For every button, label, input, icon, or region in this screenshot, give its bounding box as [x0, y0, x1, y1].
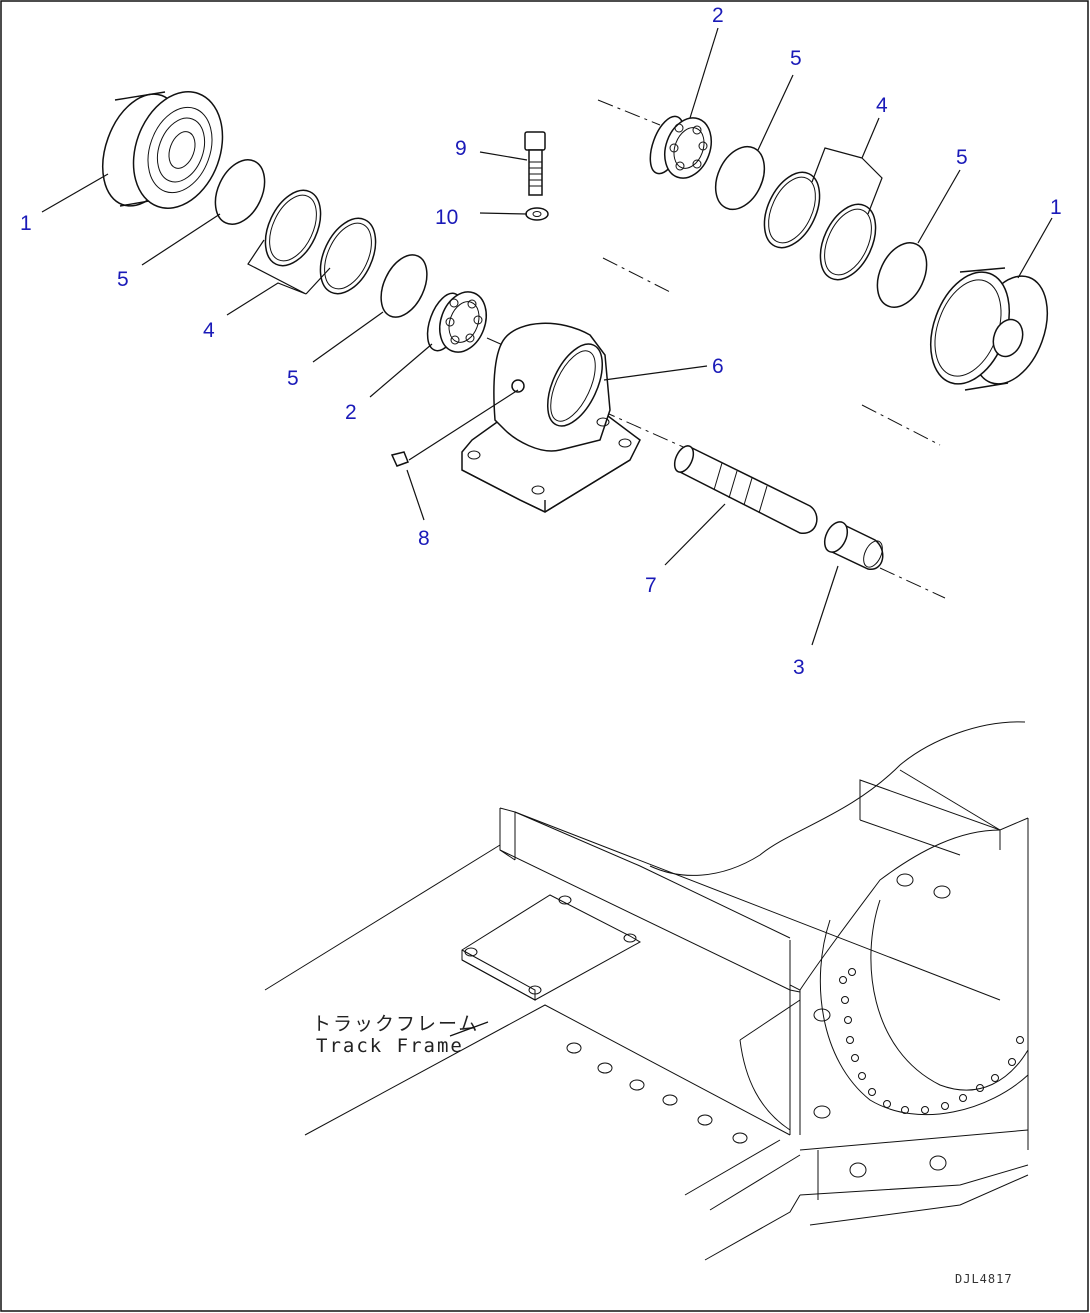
washer	[525, 207, 549, 221]
plug	[390, 451, 409, 467]
right-o-ring-a	[714, 145, 766, 211]
left-seal-pair	[264, 189, 377, 295]
callout-washer: 10	[435, 206, 458, 229]
callout-left-o-ring-a: 5	[117, 268, 129, 291]
left-roller	[102, 91, 224, 209]
collar	[823, 521, 884, 570]
callout-right-o-ring-a: 5	[790, 47, 802, 70]
callout-right-roller: 1	[1050, 196, 1062, 219]
left-bearing	[426, 291, 487, 353]
frame-label-japanese: トラックフレーム	[312, 1013, 479, 1035]
callout-right-bearing: 2	[712, 4, 724, 27]
callout-labels: 1 5 4 5 2 9 10 6 8 7 3 2 5 4 5 1	[20, 4, 1062, 679]
callout-left-o-ring-b: 5	[287, 367, 299, 390]
callout-left-seal: 4	[203, 319, 215, 342]
callout-right-seal: 4	[876, 94, 888, 117]
right-bearing	[649, 115, 712, 179]
callout-bolt: 9	[455, 137, 467, 160]
right-seal-pair	[763, 171, 877, 281]
left-o-ring-a	[214, 159, 266, 225]
callout-collar: 3	[793, 656, 805, 679]
callout-bracket: 6	[712, 355, 724, 378]
callout-right-o-ring-b: 5	[956, 146, 968, 169]
center-lines	[486, 99, 946, 599]
callout-left-bearing: 2	[345, 401, 357, 424]
drawing-code: DJL4817	[955, 1272, 1013, 1286]
right-o-ring-b	[876, 242, 928, 308]
callout-plug: 8	[418, 527, 430, 550]
shaft	[673, 444, 818, 534]
leader-lines	[41, 27, 1053, 646]
frame-label-english: Track Frame	[316, 1035, 464, 1057]
callout-left-roller: 1	[20, 212, 32, 235]
left-o-ring-b	[380, 254, 428, 318]
bracket	[461, 322, 641, 513]
right-roller	[930, 267, 1049, 391]
track-frame	[264, 721, 1029, 1261]
bolt	[524, 131, 546, 196]
callout-shaft: 7	[645, 574, 657, 597]
